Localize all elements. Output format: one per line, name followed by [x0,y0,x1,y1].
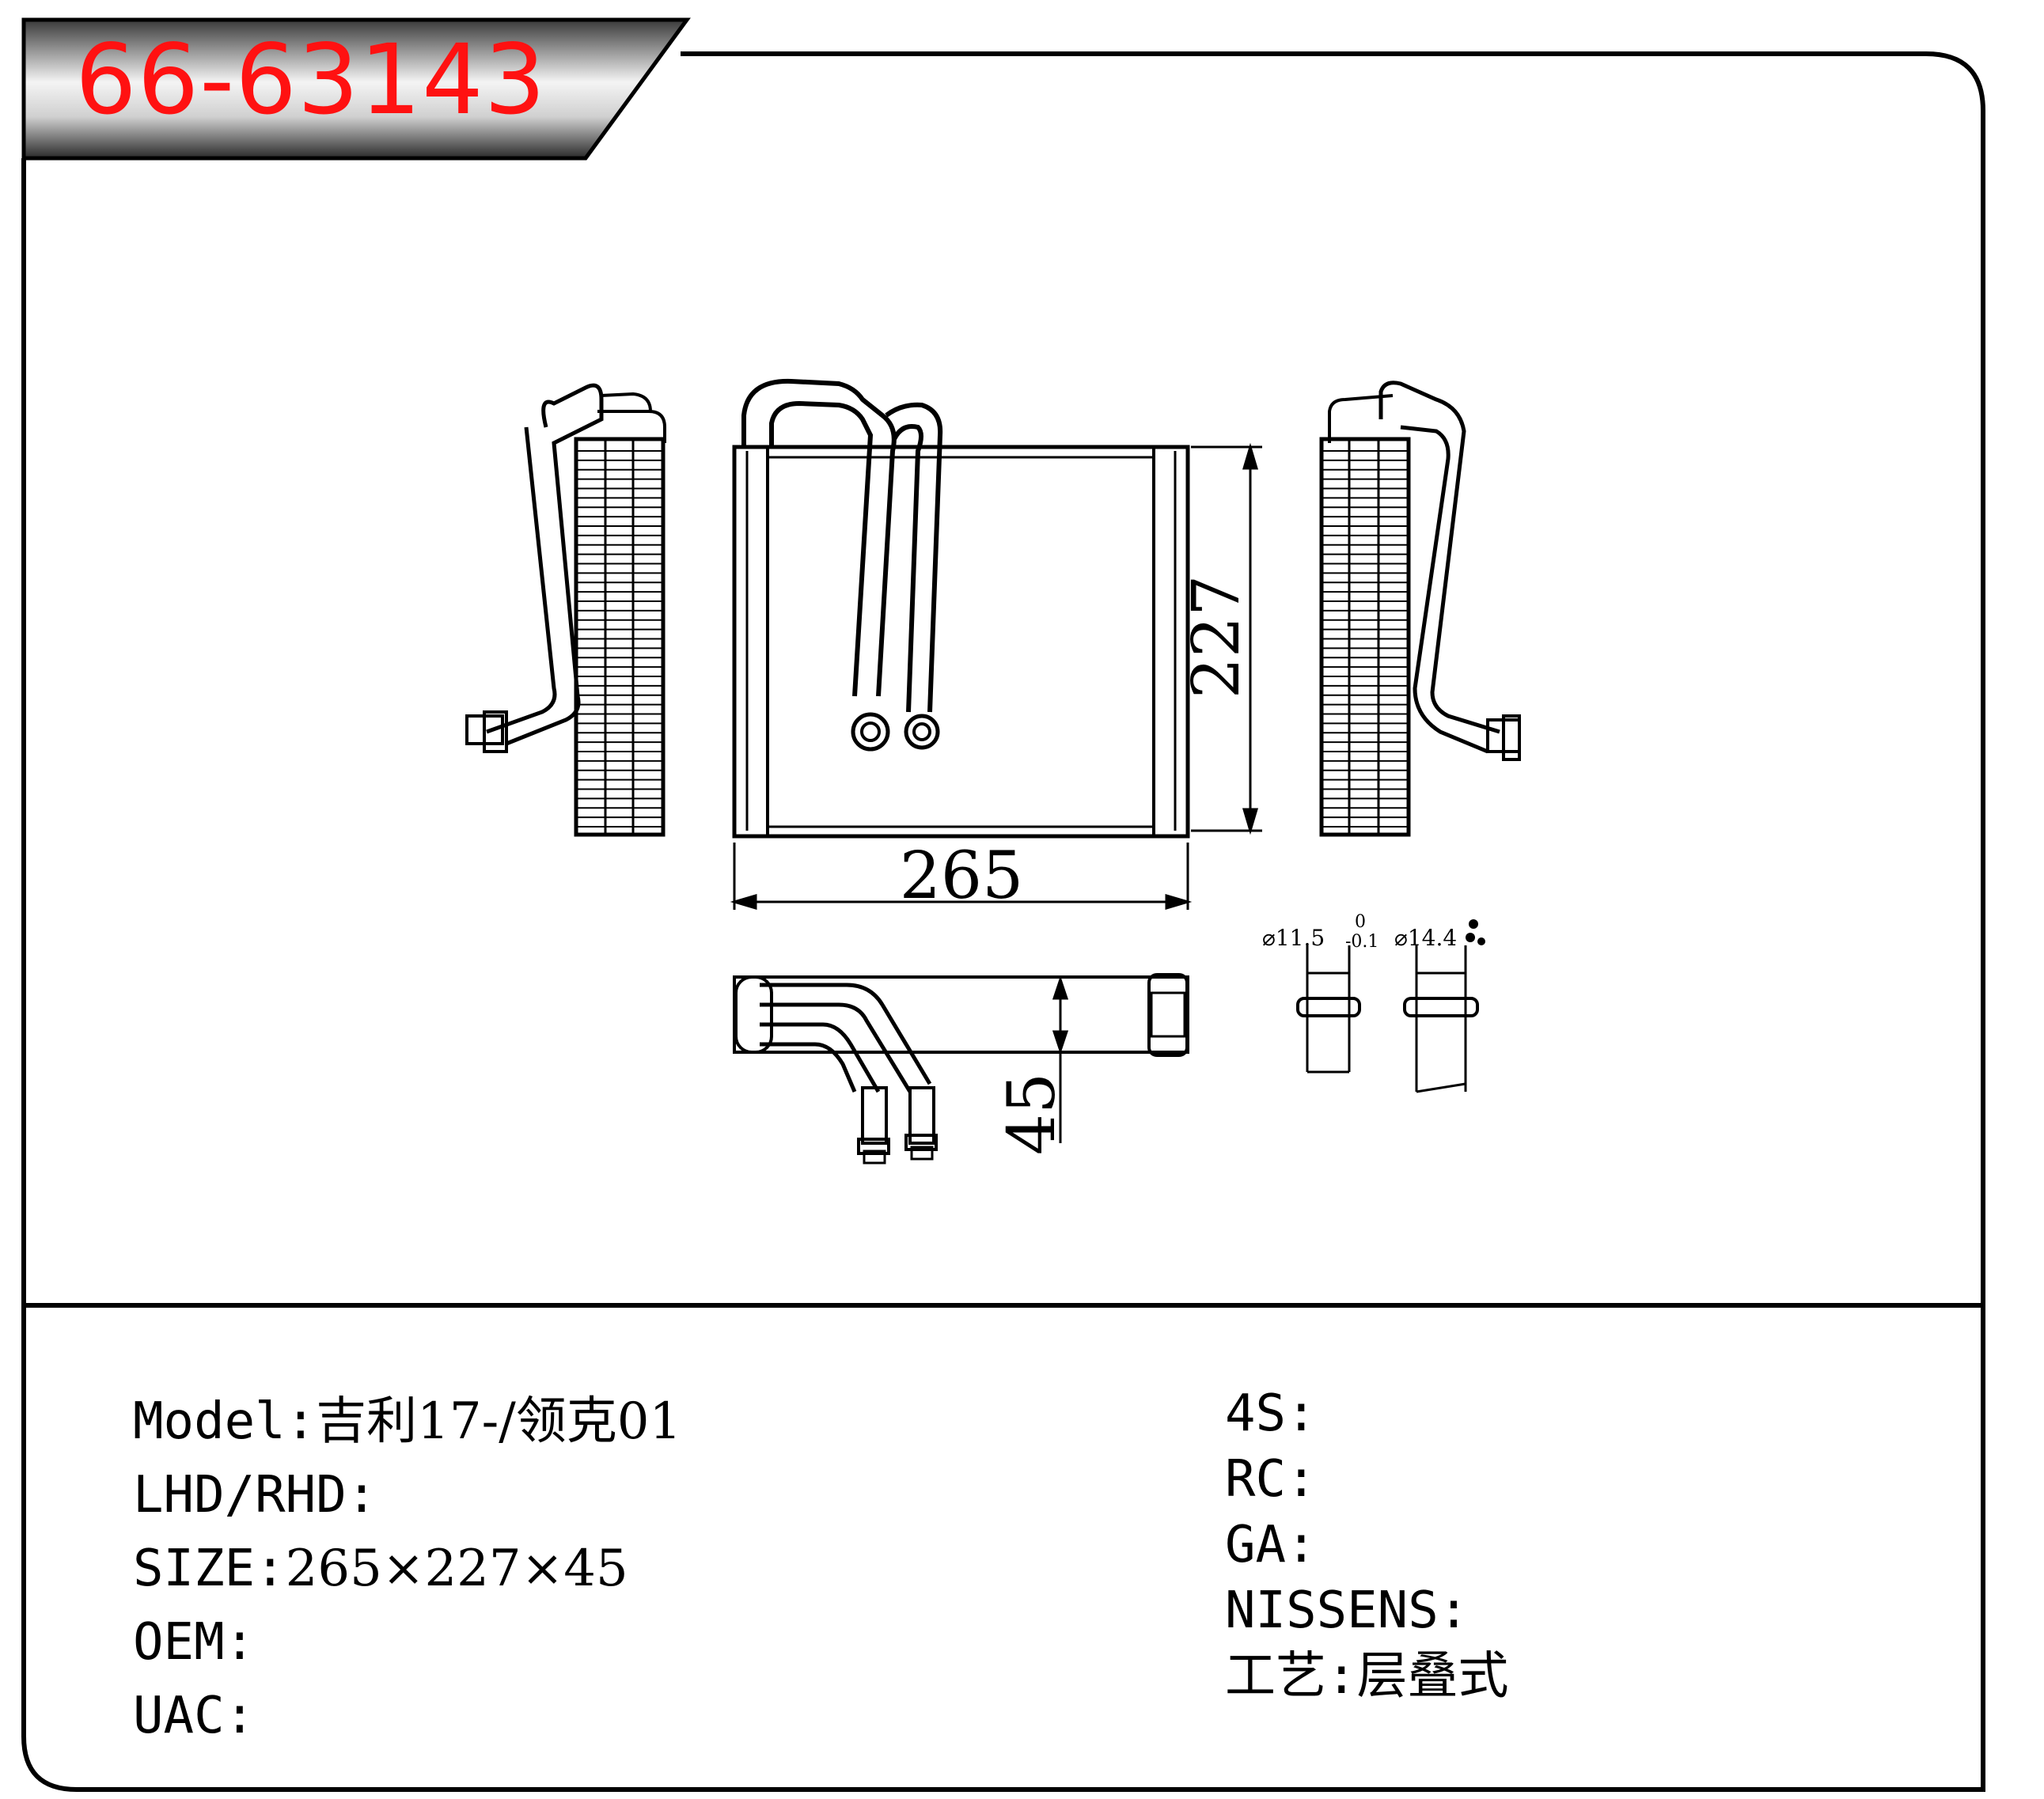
spec-row: GA: [1225,1520,1317,1570]
sheet-frame [21,51,1985,1792]
tolerance-mark [1466,919,1485,945]
spec-row: NISSENS: [1225,1585,1469,1636]
spec-label: OEM: [133,1613,256,1672]
tolerance-lower: -0.1 [1345,932,1378,952]
spec-label: NISSENS: [1225,1581,1469,1640]
pipe-detail [1296,945,1479,1093]
spec-row: OEM: [133,1617,255,1668]
front-view [732,378,1190,839]
spec-row: Model:吉利17-/领克01 [133,1396,681,1447]
spec-label: LHD/RHD: [133,1466,377,1524]
depth-dimension [1052,975,1069,1143]
spec-row: SIZE:265×227×45 [133,1543,628,1594]
spec-row: 工艺:层叠式 [1225,1651,1509,1702]
part-number: 66-63143 [75,24,547,136]
title-banner [21,17,691,161]
tolerance-upper: 0 [1355,912,1366,932]
spec-label: 4S: [1225,1384,1317,1443]
dim-height-label: 227 [1179,575,1254,699]
left-side-view [465,383,666,837]
spec-row: UAC: [133,1691,255,1741]
spec-label: RC: [1225,1450,1317,1509]
pipe-small-diameter: ⌀11.5 [1262,925,1325,951]
spec-label: UAC: [133,1687,256,1745]
spec-value: 层叠式 [1356,1647,1509,1706]
spec-label: 工艺: [1225,1647,1357,1706]
right-side-view [1319,381,1521,837]
width-dimension [730,843,1193,911]
spec-row: RC: [1225,1454,1317,1505]
spec-label: Model: [133,1392,317,1451]
pipe-large-diameter: ⌀14.4 [1394,925,1457,951]
top-view [733,973,1189,1165]
spec-row: 4S: [1225,1388,1317,1439]
spec-label: SIZE: [133,1540,286,1598]
dim-depth-label: 45 [995,1073,1070,1155]
spec-label: GA: [1225,1516,1317,1574]
spec-row: LHD/RHD: [133,1470,377,1521]
spec-value: 265×227×45 [285,1540,628,1598]
height-dimension [1191,442,1262,835]
dim-width-label: 265 [900,839,1024,914]
spec-value: 吉利17-/领克01 [316,1392,682,1451]
